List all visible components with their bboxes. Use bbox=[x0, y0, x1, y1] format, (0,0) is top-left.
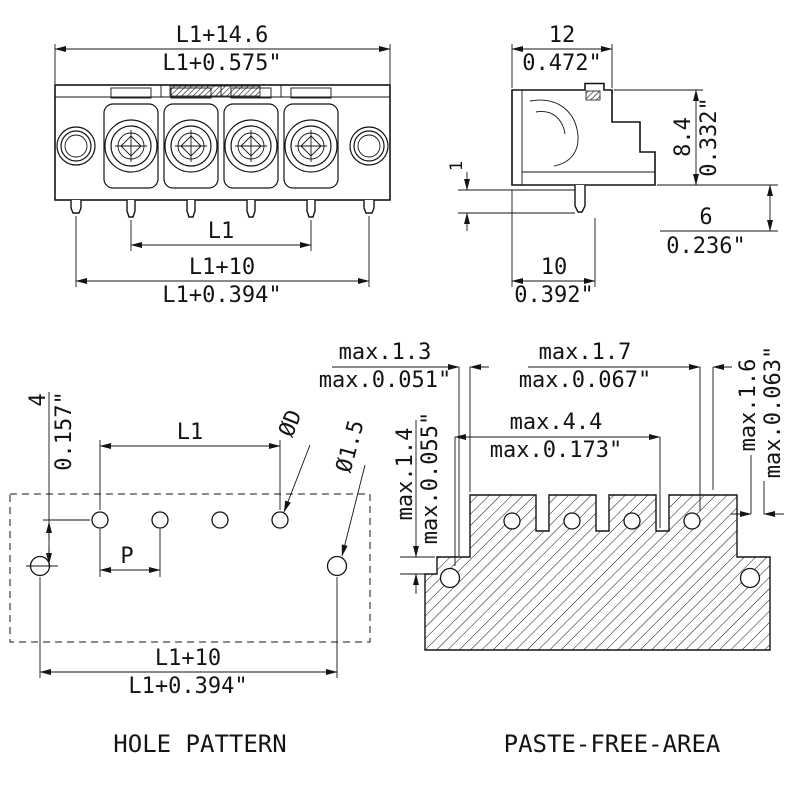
dim-44-in: max.0.173" bbox=[490, 438, 622, 463]
pin-hole bbox=[91, 511, 109, 529]
screw-slot-icon bbox=[240, 135, 262, 157]
pin-hole bbox=[151, 511, 169, 529]
dim-max-1-6: max.1.6 max.0.063" bbox=[731, 346, 786, 518]
solder-marking bbox=[585, 90, 601, 101]
dim-13-in: max.0.051" bbox=[319, 368, 451, 393]
flange-peg bbox=[70, 200, 82, 214]
dim-6-mm: 6 bbox=[699, 205, 712, 230]
dim-mount-dia: Ø1.5 bbox=[332, 417, 370, 475]
dim-overall-mm: L1+14.6 bbox=[176, 23, 269, 48]
pole-1 bbox=[103, 87, 159, 189]
solder-pin bbox=[126, 200, 136, 218]
pin-hole bbox=[211, 511, 229, 529]
dim-84-in: 0.332" bbox=[697, 97, 722, 176]
dim-16-mm: max.1.6 bbox=[736, 359, 761, 452]
dim-4-mm: 4 bbox=[26, 393, 51, 406]
dim-12-mm: 12 bbox=[549, 23, 576, 48]
pole-4 bbox=[283, 87, 339, 189]
pole-2 bbox=[163, 87, 219, 189]
side-pin bbox=[574, 185, 586, 213]
pole-3 bbox=[223, 87, 279, 189]
board-outline bbox=[9, 493, 371, 643]
dim-mount-hole-diameter: Ø1.5 bbox=[332, 417, 370, 557]
dim-13-mm: max.1.3 bbox=[339, 340, 432, 365]
screw-slot-icon bbox=[300, 135, 322, 157]
dim-mount-mm: L1+10 bbox=[155, 646, 221, 671]
dim-hole-l1: L1 bbox=[99, 420, 281, 510]
dim-max-1-7: max.1.7 max.0.067" bbox=[519, 340, 732, 511]
dim-max-1-3: max.1.3 max.0.051" bbox=[319, 340, 489, 556]
dim-mount-in: L1+0.394" bbox=[128, 674, 247, 699]
dim-10-in: 0.392" bbox=[514, 283, 593, 308]
left-flange-collar bbox=[56, 126, 96, 166]
dim-14-in: max.0.055" bbox=[418, 412, 443, 544]
mount-hole bbox=[439, 567, 461, 589]
side-profile bbox=[511, 82, 656, 213]
dim-pin-thickness: 1 bbox=[447, 161, 575, 231]
screw-slot-icon bbox=[120, 135, 142, 157]
pin-hole bbox=[623, 512, 641, 530]
dim-pin-mm: 1 bbox=[447, 161, 467, 171]
pin-hole bbox=[271, 511, 289, 529]
body-outline bbox=[54, 84, 391, 201]
dim-17-mm: max.1.7 bbox=[539, 340, 632, 365]
paste-free-shape bbox=[424, 494, 771, 651]
dim-10-mm: 10 bbox=[541, 255, 568, 280]
screw-slot-icon bbox=[180, 135, 202, 157]
pin-hole bbox=[563, 512, 581, 530]
side-view: 12 0.472" 8.4 0.332" 1 bbox=[447, 23, 778, 308]
dim-max-1-4: max.1.4 max.0.055" bbox=[393, 412, 443, 594]
dim-84-mm: 8.4 bbox=[671, 117, 696, 157]
dim-l1: L1 bbox=[177, 420, 204, 445]
solder-pin bbox=[186, 200, 196, 218]
solder-pin bbox=[246, 200, 256, 218]
hole-pattern-caption: HOLE PATTERN bbox=[113, 730, 286, 758]
dim-depth-10: 10 0.392" bbox=[511, 190, 596, 308]
dim-12-in: 0.472" bbox=[522, 51, 601, 76]
dim-6-in: 0.236" bbox=[666, 234, 745, 259]
side-outline bbox=[511, 82, 656, 186]
dim-p: P bbox=[120, 544, 133, 569]
dim-l1: L1 bbox=[208, 219, 235, 244]
dim-overall-width: L1+14.6 L1+0.575" bbox=[54, 23, 391, 84]
right-flange-collar bbox=[349, 126, 389, 166]
dim-row-offset-4: 4 0.157" bbox=[26, 391, 90, 567]
dim-44-mm: max.4.4 bbox=[510, 410, 603, 435]
pin-hole bbox=[683, 512, 701, 530]
dim-pitch-p: P bbox=[99, 529, 161, 577]
dim-17-in: max.0.067" bbox=[519, 368, 651, 393]
pin-hole bbox=[503, 512, 521, 530]
dim-4-in: 0.157" bbox=[52, 391, 77, 470]
flange-peg bbox=[363, 200, 375, 214]
front-view: L1+14.6 L1+0.575" bbox=[54, 23, 391, 308]
dim-mounting-distance: L1+10 L1+0.394" bbox=[75, 216, 370, 308]
mount-hole bbox=[326, 555, 348, 577]
paste-free-area-view: max.1.3 max.0.051" max.1.7 max.0.067" ma… bbox=[319, 340, 786, 758]
dim-offset-6: 6 0.236" bbox=[660, 184, 778, 259]
dim-hole-dia: ØD bbox=[274, 407, 307, 441]
hole-pattern-view: 4 0.157" L1 ØD Ø1.5 P L1+10 bbox=[9, 391, 371, 758]
dim-16-in: max.0.063" bbox=[761, 346, 786, 478]
paste-free-area-caption: PASTE-FREE-AREA bbox=[504, 730, 721, 758]
mount-hole bbox=[739, 567, 761, 589]
dim-height-84: 8.4 0.332" bbox=[614, 89, 778, 186]
solder-pin bbox=[306, 200, 316, 218]
dim-hole-mount-distance: L1+10 L1+0.394" bbox=[39, 577, 338, 699]
dim-mount-mm: L1+10 bbox=[189, 255, 255, 280]
connector-body bbox=[54, 84, 391, 218]
dim-mount-in: L1+0.394" bbox=[162, 283, 281, 308]
dim-14-mm: max.1.4 bbox=[393, 428, 418, 521]
dim-depth-12: 12 0.472" bbox=[511, 23, 613, 88]
dim-max-4-4: max.4.4 max.0.173" bbox=[454, 410, 661, 566]
dim-pitch-total: L1 bbox=[130, 219, 312, 251]
dim-overall-in: L1+0.575" bbox=[162, 51, 281, 76]
marking-bar bbox=[169, 85, 261, 97]
